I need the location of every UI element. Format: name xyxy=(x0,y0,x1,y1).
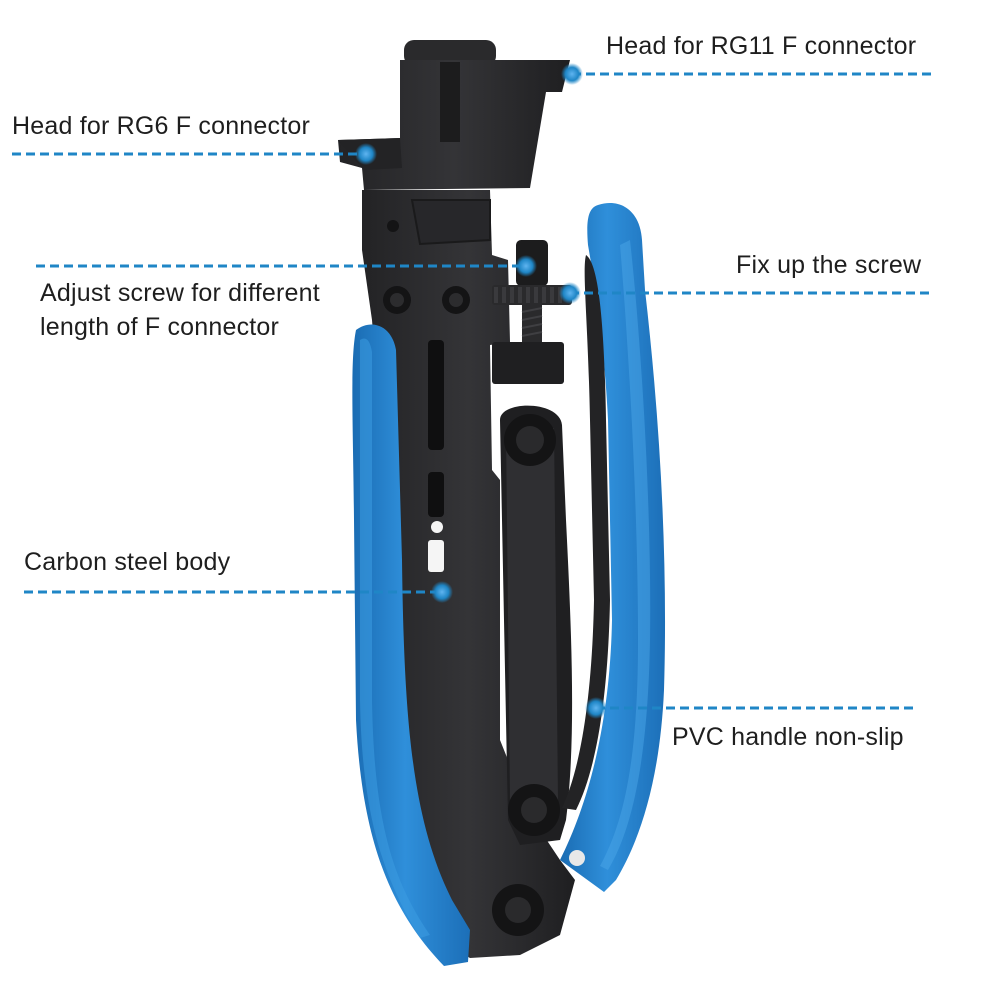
left-handle xyxy=(352,324,470,966)
label-fix-screw: Fix up the screw xyxy=(736,251,922,279)
label-rg11-head: Head for RG11 F connector xyxy=(606,32,917,60)
label-rg6-head: Head for RG6 F connector xyxy=(12,112,310,140)
crimp-head xyxy=(338,40,570,190)
right-handle xyxy=(560,203,666,892)
dot-rg6-head xyxy=(355,143,377,165)
callout-dots xyxy=(355,63,607,719)
lever-arm xyxy=(492,405,573,936)
dot-pvc-handle xyxy=(585,697,607,719)
dot-fix-screw xyxy=(559,282,581,304)
dot-rg11-head xyxy=(561,63,583,85)
label-adjust-screw-line2: length of F connector xyxy=(40,313,280,341)
label-adjust-screw-line1: Adjust screw for different xyxy=(40,279,320,307)
dot-adjust-screw xyxy=(515,255,537,277)
callout-leaders xyxy=(12,72,932,710)
steel-body xyxy=(362,190,575,958)
dot-carbon-body xyxy=(431,581,453,603)
label-carbon-body: Carbon steel body xyxy=(24,548,231,576)
label-pvc-handle: PVC handle non-slip xyxy=(672,723,904,751)
